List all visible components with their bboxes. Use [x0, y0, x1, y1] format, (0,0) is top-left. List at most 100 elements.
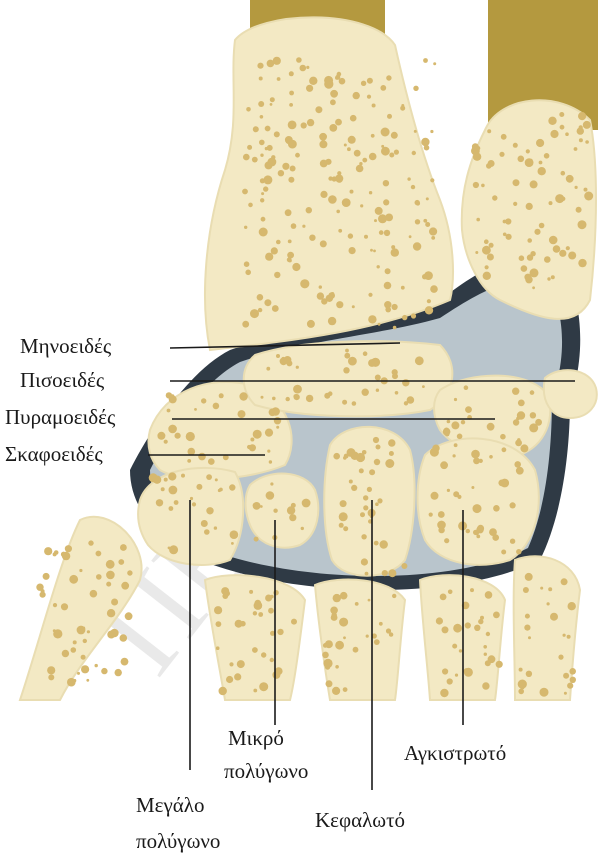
bone-pore	[253, 611, 257, 615]
bone-pore	[277, 77, 281, 81]
bone-pore	[585, 140, 589, 144]
bone-pore	[273, 509, 277, 513]
bone-pore	[353, 92, 360, 99]
bone-pore	[389, 153, 394, 158]
bone-pore	[447, 678, 453, 684]
bone-pore	[53, 629, 62, 638]
bone-pore	[583, 121, 591, 129]
bone-pore	[584, 188, 588, 192]
bone-pore	[376, 445, 381, 450]
bone-pore	[578, 112, 586, 120]
bone-pore	[516, 467, 524, 475]
bone-pore	[274, 417, 281, 424]
bone-pore	[214, 526, 217, 529]
bone-pore	[563, 634, 566, 637]
bone-pore	[265, 253, 273, 261]
bone-pore	[247, 145, 252, 150]
bone-pore	[267, 450, 270, 453]
bone-pore	[352, 305, 355, 308]
bone-pore	[362, 450, 367, 455]
bone-pore	[401, 286, 405, 290]
bone-pore	[252, 157, 258, 163]
bone-pore	[125, 612, 133, 620]
bone-pore	[323, 643, 328, 648]
bone-pore	[47, 666, 55, 674]
bone-pore	[519, 255, 525, 261]
bone-pore	[538, 167, 546, 175]
bone-pore	[483, 645, 487, 649]
bone-pore	[169, 545, 178, 554]
bone-pore	[385, 268, 391, 274]
bone-pore	[430, 130, 433, 133]
bone-pore	[423, 219, 427, 223]
bone-pore	[350, 115, 357, 122]
bone-pore	[252, 647, 258, 653]
bone-pore	[473, 153, 481, 161]
bone-pore	[79, 569, 82, 572]
bone-pore	[400, 106, 405, 111]
bone-pore	[377, 265, 380, 268]
bone-pore	[344, 144, 347, 147]
bone-pore	[391, 248, 399, 256]
bone-pore	[306, 207, 312, 213]
bone-pore	[261, 192, 264, 195]
bone-pore	[36, 584, 43, 591]
bone-pore	[286, 397, 290, 401]
bone-pore	[566, 175, 574, 183]
bone-pore	[527, 238, 532, 243]
bone-pore	[239, 392, 247, 400]
bone-pore	[476, 526, 483, 533]
bone-pore	[381, 147, 390, 156]
bone-pore	[426, 197, 429, 200]
bone-pore	[261, 396, 264, 399]
bone-pore	[276, 426, 279, 429]
bone-pore	[244, 226, 247, 229]
bone-pore	[276, 354, 280, 358]
bone-pore	[488, 655, 496, 663]
bone-pore	[438, 527, 444, 533]
label-trapezium-line2: πολύγωνο	[136, 829, 220, 853]
bone-pore	[534, 229, 540, 235]
bone-pore	[288, 121, 297, 130]
bone-pore	[555, 194, 564, 203]
bone-pore	[457, 434, 463, 440]
bone-pore	[175, 433, 181, 439]
bone-pore	[454, 443, 458, 447]
bone-pore	[423, 58, 428, 63]
bone-pore	[260, 178, 265, 183]
bone-pore	[271, 155, 275, 159]
bone-pore	[40, 592, 46, 598]
bone-pore	[447, 489, 450, 492]
bone-pore	[261, 652, 266, 657]
bone-pore	[96, 574, 102, 580]
bone-pore	[375, 207, 383, 215]
bone-pore	[569, 668, 576, 675]
bone-pore	[190, 497, 193, 500]
bone-pore	[331, 292, 334, 295]
bone-pore	[267, 60, 275, 68]
bone-pore	[260, 115, 264, 119]
bone-pore	[513, 143, 518, 148]
bone-pore	[427, 299, 431, 303]
bone-pore	[430, 178, 434, 182]
bone-pore	[369, 469, 375, 475]
bone-pore	[379, 230, 384, 235]
bone-pore	[266, 367, 270, 371]
bone-pore	[475, 251, 478, 254]
bone-pore	[253, 503, 258, 508]
bone-pore	[168, 547, 171, 550]
bone-pore	[518, 689, 524, 695]
bone-pore	[392, 373, 398, 379]
bone-pore	[65, 545, 72, 552]
bone-pore	[54, 550, 59, 555]
bone-pore	[198, 453, 206, 461]
bone-pore	[544, 256, 551, 263]
bone-pore	[363, 351, 368, 356]
bone-pore	[560, 125, 565, 130]
bone-pore	[487, 423, 495, 431]
bone-pore	[574, 147, 578, 151]
bone-pore	[502, 447, 507, 452]
bone-pore	[216, 621, 222, 627]
bone-pore	[332, 176, 337, 181]
bone-pore	[369, 191, 372, 194]
